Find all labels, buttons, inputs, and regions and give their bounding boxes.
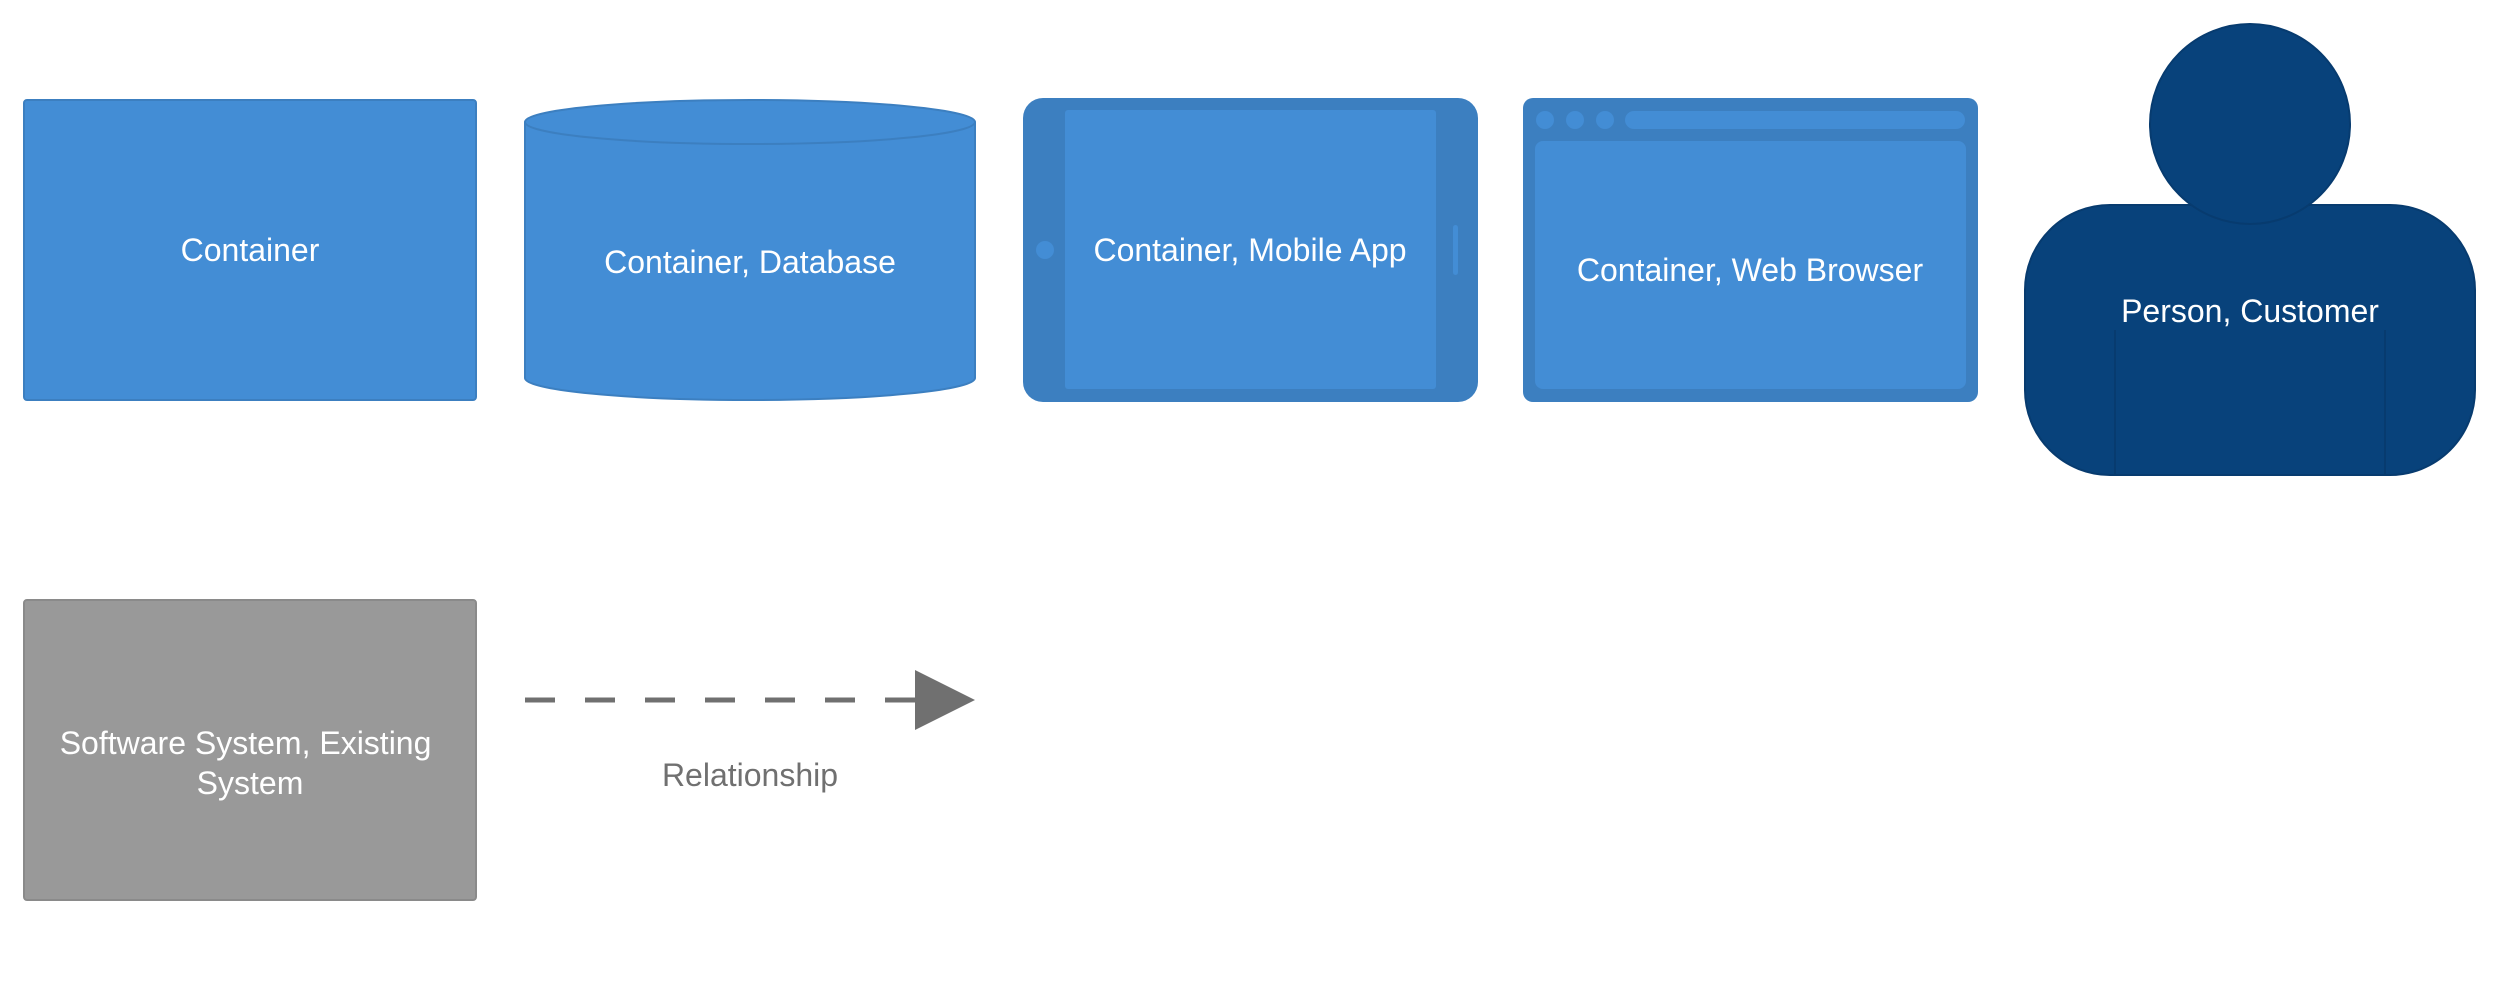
container-box	[23, 99, 477, 401]
database-label: Container, Database	[604, 244, 896, 280]
browser-window-dot-icon	[1566, 111, 1584, 129]
browser-content-area	[1535, 141, 1966, 389]
browser-window-dot-icon	[1596, 111, 1614, 129]
relationship-label: Relationship	[662, 757, 838, 793]
person-element[interactable]: Person, Customer	[2024, 23, 2476, 476]
container-element[interactable]: Container	[23, 99, 477, 401]
container-label: Container	[181, 232, 320, 268]
database-element[interactable]: Container, Database	[524, 99, 976, 401]
mobile-home-button-icon	[1036, 241, 1054, 259]
person-body-inner-lines	[2114, 330, 2386, 475]
browser-window-dot-icon	[1536, 111, 1554, 129]
existing-system-label-line1: Software System, Existing	[60, 725, 432, 761]
database-cylinder-top-rim	[524, 121, 976, 145]
relationship-element[interactable]: Relationship	[525, 670, 975, 793]
database-cylinder-body	[524, 99, 976, 401]
existing-system-label: Software System, Existing System	[60, 725, 441, 801]
existing-system-element[interactable]: Software System, Existing System	[23, 599, 477, 901]
mobile-speaker-slot-icon	[1453, 225, 1458, 275]
existing-system-box	[23, 599, 477, 901]
web-browser-label: Container, Web Browser	[1577, 252, 1924, 288]
existing-system-label-line2: System	[197, 765, 304, 801]
browser-address-bar	[1625, 111, 1965, 129]
relationship-arrowhead-icon	[915, 670, 975, 730]
mobile-device-screen	[1065, 110, 1436, 389]
mobile-app-label: Container, Mobile App	[1093, 232, 1406, 268]
web-browser-element[interactable]: Container, Web Browser	[1523, 98, 1978, 402]
mobile-app-element[interactable]: Container, Mobile App	[1023, 98, 1478, 402]
person-head	[2149, 23, 2351, 225]
person-body	[2024, 204, 2476, 476]
person-label: Person, Customer	[2121, 293, 2379, 329]
